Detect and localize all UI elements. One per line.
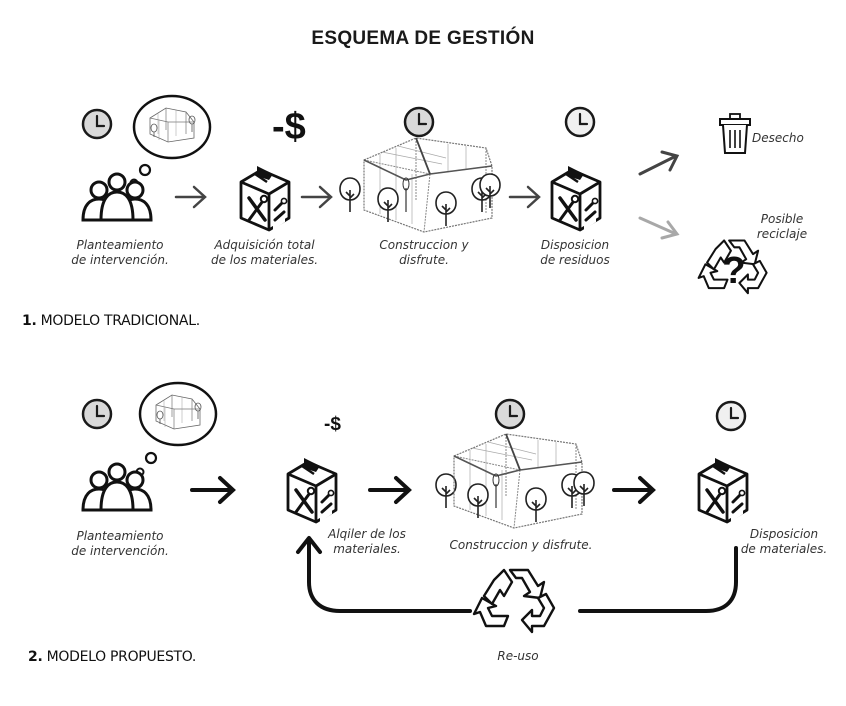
step-caption: Construccion y disfrute.	[364, 238, 484, 268]
model1-diagram: ?	[81, 94, 768, 295]
trash-icon	[719, 113, 751, 154]
clock-icon	[81, 108, 113, 140]
caption-line: Planteamiento	[76, 529, 164, 543]
thought-bubble-icon	[129, 94, 212, 188]
toolbox-icon	[239, 164, 291, 232]
recycle-caption: Posible reciclaje	[742, 212, 822, 242]
caption-line: de materiales.	[740, 542, 828, 556]
tree-icon	[573, 471, 595, 507]
section-text: MODELO PROPUESTO.	[46, 649, 197, 665]
arrow-icon	[508, 185, 541, 209]
tree-icon	[339, 177, 361, 213]
step-caption: Planteamiento de intervención.	[60, 238, 180, 268]
caption-line: disfrute.	[399, 253, 449, 267]
thought-bubble-icon	[135, 381, 218, 477]
greenhouse-icon	[454, 434, 582, 528]
arrow-icon	[190, 476, 236, 504]
caption-line: de intervención.	[71, 544, 169, 558]
step-caption: Planteamiento de intervención.	[60, 529, 180, 559]
section-label-model2: 2. MODELO PROPUESTO.	[28, 649, 196, 665]
section-number: 2.	[28, 649, 43, 665]
greenhouse-icon	[364, 138, 492, 232]
caption-line: Alqiler de los	[328, 527, 406, 541]
caption-line: de residuos	[540, 253, 610, 267]
arrow-icon	[638, 216, 680, 240]
step-caption: Disposicion de residuos	[520, 238, 630, 268]
tree-icon	[479, 173, 501, 209]
reuse-caption: Re-uso	[497, 649, 539, 663]
toolbox-icon	[697, 456, 749, 524]
caption-line: Posible	[760, 212, 804, 226]
clock-icon	[715, 400, 747, 432]
caption-line: Disposicion	[749, 527, 819, 541]
model2-diagram	[81, 381, 749, 634]
step-caption: Disposicion de materiales.	[734, 527, 834, 557]
clock-icon	[403, 106, 435, 138]
arrow-icon	[300, 185, 333, 209]
clock-icon	[494, 398, 526, 430]
toolbox-icon	[550, 164, 602, 232]
page-title: ESQUEMA DE GESTIÓN	[311, 28, 535, 49]
caption-line: reciclaje	[756, 227, 808, 241]
recycle-icon	[472, 568, 556, 634]
reuse-loop-line	[578, 546, 738, 613]
people-icon	[81, 172, 153, 222]
arrow-icon	[174, 185, 207, 209]
caption-line: Construccion y disfrute.	[449, 538, 593, 552]
step-caption: Adquisición total de los materiales.	[202, 238, 327, 268]
caption-line: materiales.	[333, 542, 401, 556]
step-caption: Alqiler de los materiales.	[312, 527, 422, 557]
section-number: 1.	[22, 313, 37, 329]
arrow-icon	[296, 536, 322, 554]
toolbox-icon	[286, 456, 338, 524]
arrow-icon	[368, 476, 412, 504]
caption-line: Adquisición total	[214, 238, 315, 252]
waste-caption: Desecho	[752, 131, 804, 145]
reuse-loop-line	[307, 538, 472, 613]
clock-icon	[81, 398, 113, 430]
section-label-model1: 1. MODELO TRADICIONAL.	[22, 313, 200, 329]
caption-line: Construccion y	[379, 238, 469, 252]
section-text: MODELO TRADICIONAL.	[40, 313, 201, 329]
caption-line: de intervención.	[71, 253, 169, 267]
caption-line: de los materiales.	[210, 253, 319, 267]
arrow-icon	[638, 150, 680, 176]
caption-line: Disposicion	[540, 238, 610, 252]
cost-label: -$	[324, 414, 341, 435]
tree-icon	[435, 473, 457, 509]
svg-text:?: ?	[722, 250, 745, 292]
cost-label: -$	[272, 106, 306, 148]
recycle-question-icon: ?	[697, 239, 768, 295]
clock-icon	[564, 106, 596, 138]
step-caption: Construccion y disfrute.	[438, 538, 604, 553]
caption-line: Planteamiento	[76, 238, 164, 252]
arrow-icon	[612, 476, 656, 504]
